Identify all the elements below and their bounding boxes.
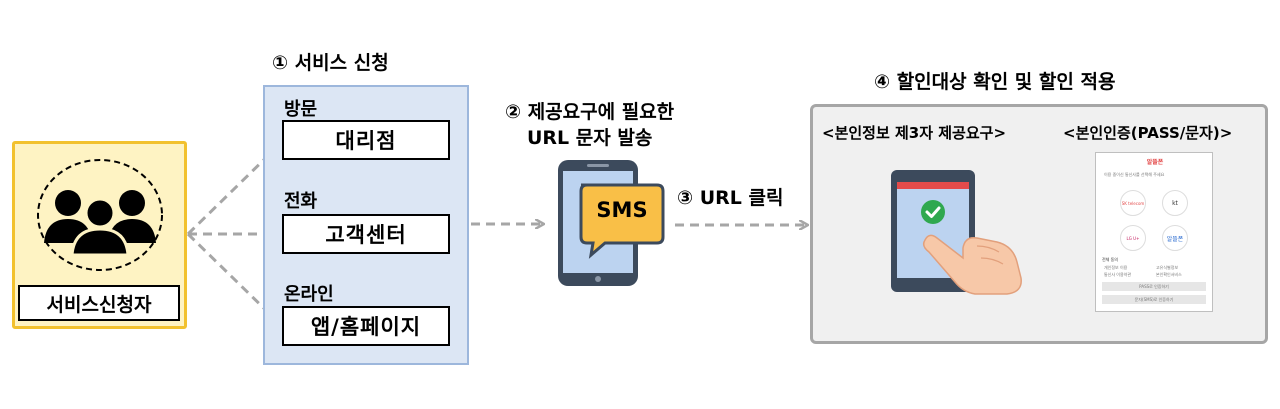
step2-line1: ② 제공요구에 필요한 <box>505 101 675 123</box>
step4-title: ④ 할인대상 확인 및 할인 적용 <box>874 71 1116 93</box>
carrier-sk[interactable]: SK telecom <box>1120 190 1146 216</box>
auth-brand: 알뜰폰 <box>1146 159 1164 166</box>
carrier-lgu[interactable]: LG U+ <box>1120 225 1146 251</box>
channel-item-agency: 대리점 <box>282 120 450 160</box>
agree-all[interactable]: 전체 동의 <box>1102 257 1118 262</box>
sms-phone-icon <box>558 160 665 286</box>
sms-label: SMS <box>596 198 648 222</box>
people-group-icon <box>37 159 163 271</box>
pass-auth-button[interactable]: PASS로 인증하기 <box>1102 282 1206 291</box>
carrier-mvno[interactable]: 알뜰폰 <box>1162 225 1188 251</box>
sms-auth-button[interactable]: 문자(SMS)로 인증하기 <box>1102 295 1206 304</box>
agree-item[interactable]: 통신사 이용약관 <box>1104 272 1132 277</box>
channel-category-visit: 방문 <box>284 99 318 120</box>
auth-label: <본인인증(PASS/문자)> <box>1063 124 1233 142</box>
arrow-to-visit <box>186 146 278 236</box>
applicant-label: 서비스신청자 <box>18 285 180 321</box>
step2-line2: URL 문자 발송 <box>527 127 653 149</box>
tablet-touch-icon <box>891 170 1022 295</box>
agree-item[interactable]: 개인정보 이용 <box>1104 265 1128 270</box>
auth-heading: 이용 중이신 통신사를 선택해 주세요 <box>1104 172 1165 177</box>
agree-item[interactable]: 본인확인서비스 <box>1156 272 1182 277</box>
service-title: ① 서비스 신청 <box>272 52 389 74</box>
channel-category-online: 온라인 <box>284 284 334 305</box>
channel-category-phone: 전화 <box>284 191 318 212</box>
channel-item-app-web: 앱/홈페이지 <box>282 306 450 346</box>
channel-item-call-center: 고객센터 <box>282 214 450 254</box>
step3-label: ③ URL 클릭 <box>677 187 784 209</box>
arrow-to-online <box>186 232 278 322</box>
consent-label: <본인정보 제3자 제공요구> <box>822 124 1007 142</box>
auth-screen: 알뜰폰 이용 중이신 통신사를 선택해 주세요 SK telecom kt LG… <box>1095 152 1213 312</box>
agree-item[interactable]: 고유식별정보 <box>1156 265 1179 270</box>
carrier-kt[interactable]: kt <box>1162 190 1188 216</box>
check-circle-icon <box>921 200 945 224</box>
